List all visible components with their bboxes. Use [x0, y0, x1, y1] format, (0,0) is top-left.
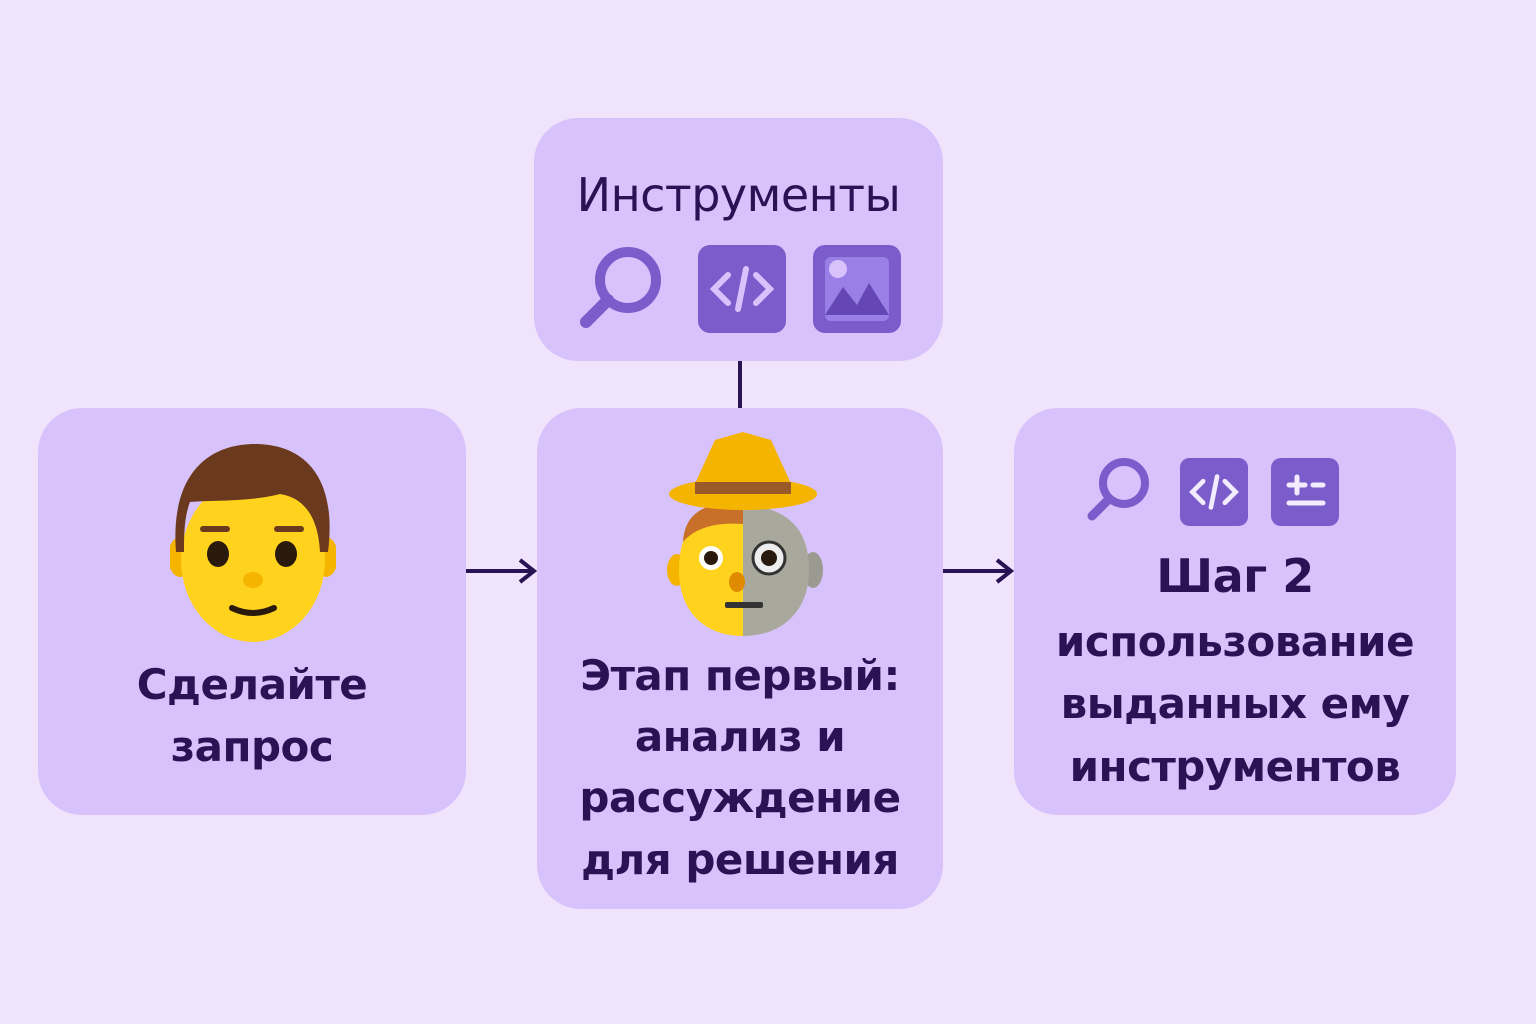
- image-icon: [813, 245, 901, 333]
- stage1-line-1: Этап первый:: [580, 651, 900, 700]
- stage1-line-2: анализ и: [634, 712, 846, 761]
- request-line-2: запрос: [170, 722, 334, 771]
- request-box: Сделайте запрос: [38, 408, 466, 815]
- tools-box: Инструменты: [534, 118, 943, 361]
- plus-minus-icon: [1271, 458, 1339, 526]
- search-icon: [576, 242, 666, 332]
- step2-line-1: использование: [1055, 617, 1415, 666]
- step2-line-2: выданных ему: [1060, 679, 1410, 728]
- man-face-emoji: [170, 442, 336, 642]
- arrow-right-icon: [943, 558, 1014, 584]
- code-icon: [1180, 458, 1248, 526]
- step2-title: Шаг 2: [1156, 549, 1314, 603]
- stage1-box: Этап первый: анализ и рассуждение для ре…: [537, 408, 943, 909]
- search-icon: [1084, 455, 1154, 525]
- stage1-line-3: рассуждение: [579, 773, 901, 822]
- tools-title: Инструменты: [576, 168, 901, 222]
- step2-line-3: инструментов: [1069, 742, 1401, 791]
- request-line-1: Сделайте: [136, 660, 368, 709]
- robot-human-face-emoji: [665, 432, 825, 638]
- arrow-right-icon: [466, 558, 537, 584]
- code-icon: [698, 245, 786, 333]
- stage1-line-4: для решения: [581, 835, 899, 884]
- step2-box: Шаг 2 использование выданных ему инструм…: [1014, 408, 1456, 815]
- tools-connector: [738, 361, 742, 408]
